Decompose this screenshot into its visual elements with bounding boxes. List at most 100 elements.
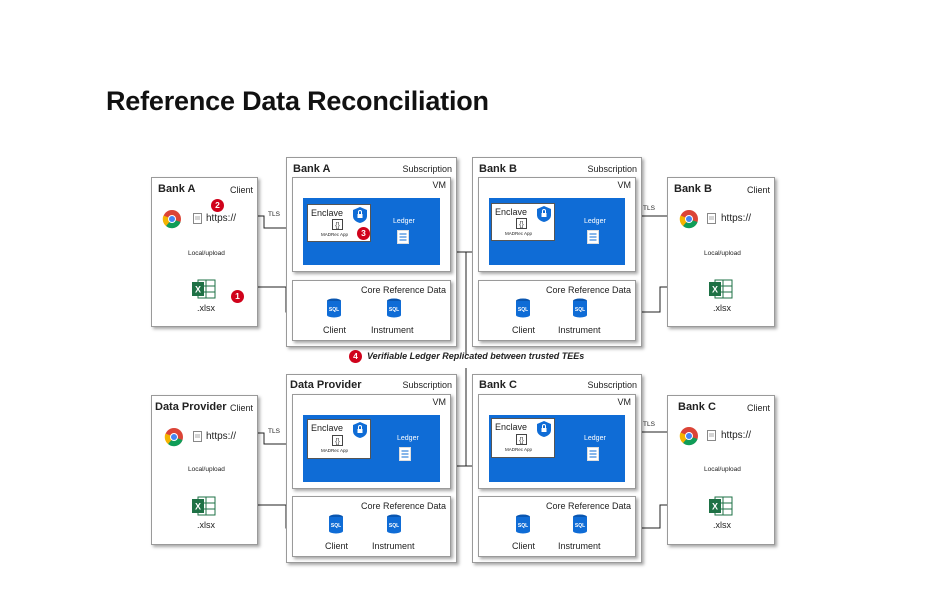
shield-icon [353,207,367,223]
sql-db-icon: SQL [516,298,530,318]
svg-text:X: X [195,285,201,295]
ledger-label: Ledger [393,218,415,225]
ledger-icon [399,447,411,461]
tls-label: TLS [643,205,655,212]
local-upload-label: Local/upload [704,250,741,257]
app-icon: {} [516,434,527,445]
page-icon [707,213,716,224]
client-box-data-provider: Data Provider Client https:// Local/uplo… [151,395,258,545]
local-upload-label: Local/upload [188,466,225,473]
db-client-label: Client [512,325,536,335]
client-label: Client [746,403,770,413]
vm-label: VM [617,180,632,190]
tls-label: TLS [268,211,280,218]
db-client-label: Client [325,541,349,551]
db-instrument-label: Instrument [558,541,601,551]
ledger-label: Ledger [584,218,606,225]
excel-icon: X [709,279,733,299]
core-ref-box-data-provider: Core Reference Data SQL SQL Client Instr… [292,496,451,557]
https-url[interactable]: https:// [206,213,237,224]
local-upload-label: Local/upload [704,466,741,473]
step-badge-2: 2 [211,199,224,212]
chrome-icon [679,210,698,229]
step-badge-4: 4 [349,350,362,363]
vm-box-bank-a: VM Enclave {} MADRec App Ledger [292,177,451,272]
vm-box-data-provider: VM Enclave {} MADRec App Ledger [292,394,451,489]
db-client-label: Client [512,541,536,551]
enclave-label: Enclave [311,208,344,218]
db-instrument-label: Instrument [558,325,601,335]
https-url[interactable]: https:// [206,431,237,442]
client-name: Data Provider [155,401,227,413]
client-label: Client [746,185,770,195]
svg-text:SQL: SQL [575,307,585,313]
client-label: Client [229,185,253,195]
svg-text:{}: {} [519,222,524,229]
excel-icon: X [709,496,733,516]
subscription-label: Subscription [402,164,452,174]
enclave-label: Enclave [311,423,344,433]
svg-text:SQL: SQL [331,523,341,529]
svg-text:{}: {} [335,439,340,446]
svg-text:SQL: SQL [575,523,585,529]
https-url[interactable]: https:// [721,430,752,441]
db-client-label: Client [323,325,347,335]
app-icon: {} [332,435,343,446]
ledger-label: Ledger [397,435,419,442]
enclave: Enclave {} MADRec App [491,203,555,241]
core-ref-label: Core Reference Data [545,501,631,511]
https-url[interactable]: https:// [721,213,752,224]
subscription-name: Bank A [293,163,331,175]
sql-db-icon: SQL [573,298,587,318]
app-icon: {} [332,219,343,230]
app-icon: {} [516,218,527,229]
core-ref-box-bank-a: Core Reference Data SQL SQL Client Instr… [292,280,451,341]
client-name: Bank B [674,183,712,195]
shield-icon [353,422,367,438]
client-label: Client [229,403,253,413]
vm-box-bank-b: VM Enclave {} MADRec App Ledger [478,177,636,272]
svg-text:SQL: SQL [518,523,528,529]
vm-box-bank-c: VM Enclave {} MADRec App Ledger [478,394,636,489]
page-title: Reference Data Reconciliation [106,86,489,116]
client-box-bank-a: Bank A Client https:// Local/upload X .x… [151,177,258,327]
enclave: Enclave {} MADRec App [307,204,371,242]
app-label: MADRec App [321,232,349,237]
sql-db-icon: SQL [329,514,343,534]
svg-text:{}: {} [335,223,340,230]
core-ref-label: Core Reference Data [545,285,631,295]
svg-text:X: X [195,502,201,512]
sql-db-icon: SQL [327,298,341,318]
core-ref-box-bank-b: Core Reference Data SQL SQL Client Instr… [478,280,636,341]
vm-label: VM [432,180,447,190]
xlsx-label: .xlsx [713,520,731,530]
vm-label: VM [617,397,632,407]
ledger-icon [587,447,599,461]
sql-db-icon: SQL [387,514,401,534]
xlsx-label: .xlsx [197,303,215,313]
sql-db-icon: SQL [573,514,587,534]
local-upload-label: Local/upload [188,250,225,257]
app-label: MADRec App [505,447,533,452]
client-box-bank-c: Bank C Client https:// Local/upload X .x… [667,395,775,545]
svg-text:SQL: SQL [389,307,399,313]
xlsx-label: .xlsx [713,303,731,313]
subscription-name: Bank C [479,379,517,391]
vm-label: VM [432,397,447,407]
db-instrument-label: Instrument [371,325,414,335]
replication-note: Verifiable Ledger Replicated between tru… [367,351,585,361]
svg-text:{}: {} [519,438,524,445]
core-ref-box-bank-c: Core Reference Data SQL SQL Client Instr… [478,496,636,557]
page-icon [193,213,202,224]
chrome-icon [679,427,698,446]
enclave-label: Enclave [495,422,528,432]
svg-text:X: X [712,285,718,295]
subscription-label: Subscription [402,380,452,390]
subscription-name: Data Provider [290,379,362,391]
app-label: MADRec App [321,448,349,453]
core-ref-label: Core Reference Data [360,285,446,295]
shield-icon [537,421,551,437]
app-label: MADRec App [505,231,533,236]
shield-icon [537,206,551,222]
tls-label: TLS [643,421,655,428]
